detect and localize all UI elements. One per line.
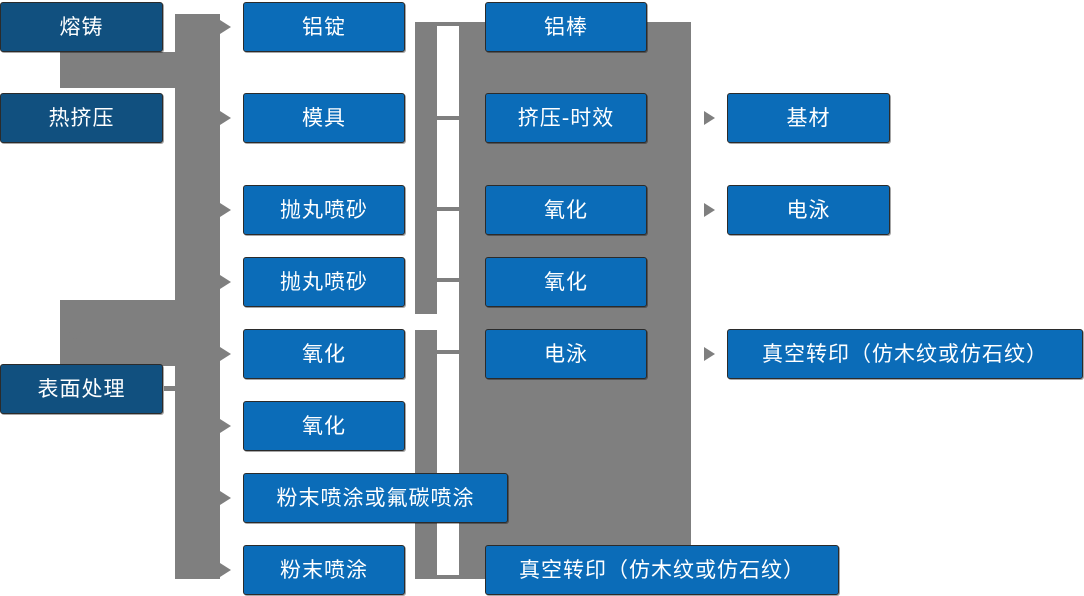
output-box-oxidation-1[interactable]: 氧化 [485,185,647,235]
arrow-to-mold-icon [220,111,231,125]
process-box-oxidation-2[interactable]: 氧化 [243,401,405,451]
process-label-powder-or-fluorocarbon-spray: 粉末喷涂或氟碳喷涂 [276,485,475,510]
output-label-extrusion-aging: 挤压-时效 [517,105,615,130]
output-label-aluminum-bar: 铝棒 [544,14,588,39]
output-box-vacuum-transfer-bottom[interactable]: 真空转印（仿木纹或仿石纹） [485,545,839,595]
arrow-to-shot-blasting-1-icon [220,203,231,217]
process-box-shot-blasting-2[interactable]: 抛丸喷砂 [243,257,405,307]
connector-bridge-5 [434,350,462,354]
output-box-extrusion-aging[interactable]: 挤压-时效 [485,93,647,143]
connector-bridge-4 [434,278,462,282]
arrow-to-powder-spray-icon [220,563,231,577]
connector-trunk-column2-collector-lower [415,330,437,579]
final-box-substrate[interactable]: 基材 [727,93,890,143]
arrow-to-shot-blasting-2-icon [220,275,231,289]
arrow-to-oxidation-2-icon [220,419,231,433]
stage-box-hot-extrusion[interactable]: 热挤压 [0,93,163,143]
process-label-oxidation-1: 氧化 [302,341,346,366]
connector-bridge-2 [434,116,462,120]
output-box-oxidation-2[interactable]: 氧化 [485,257,647,307]
output-label-vacuum-transfer-bottom: 真空转印（仿木纹或仿石纹） [519,557,805,582]
output-label-electrophoresis: 电泳 [544,341,588,366]
arrow-to-powder-fluorocarbon-icon [220,491,231,505]
output-label-oxidation-2: 氧化 [544,269,588,294]
arrow-to-oxidation-1-icon [220,347,231,361]
arrow-to-electrophoresis-icon [704,203,715,217]
stage-label-melt-cast: 熔铸 [59,14,104,39]
process-label-oxidation-2: 氧化 [302,413,346,438]
arrow-to-aluminum-ingot-icon [220,20,231,34]
final-label-vacuum-transfer: 真空转印（仿木纹或仿石纹） [762,341,1048,366]
output-box-electrophoresis[interactable]: 电泳 [485,329,647,379]
connector-trunk-stages [175,14,220,579]
process-box-powder-spray[interactable]: 粉末喷涂 [243,545,405,595]
output-box-aluminum-bar[interactable]: 铝棒 [485,2,647,52]
process-label-shot-blasting-1: 抛丸喷砂 [280,197,368,222]
arrow-extrusion-to-surface-icon [68,330,82,341]
connector-bridge-3 [434,207,462,211]
final-box-electrophoresis[interactable]: 电泳 [727,185,890,235]
stage-box-melt-cast[interactable]: 熔铸 [0,2,163,52]
connector-bridge-6 [434,575,462,579]
final-label-substrate: 基材 [786,105,831,130]
connector-trunk-column2-collector [415,22,437,314]
process-box-shot-blasting-1[interactable]: 抛丸喷砂 [243,185,405,235]
output-label-oxidation-1: 氧化 [544,197,588,222]
arrow-to-substrate-icon [704,111,715,125]
process-box-oxidation-1[interactable]: 氧化 [243,329,405,379]
arrow-melt-to-extrusion-icon [68,72,82,83]
process-label-shot-blasting-2: 抛丸喷砂 [280,269,368,294]
stage-label-surface-treatment: 表面处理 [37,376,126,401]
arrow-to-vacuum-transfer-icon [704,347,715,361]
process-label-aluminum-ingot: 铝锭 [302,14,346,39]
process-box-powder-or-fluorocarbon-spray[interactable]: 粉末喷涂或氟碳喷涂 [243,473,508,523]
process-box-aluminum-ingot[interactable]: 铝锭 [243,2,405,52]
final-label-electrophoresis: 电泳 [786,197,831,222]
stage-label-hot-extrusion: 热挤压 [48,105,115,130]
final-box-vacuum-transfer[interactable]: 真空转印（仿木纹或仿石纹） [727,329,1083,379]
process-label-mold: 模具 [302,105,346,130]
connector-surface-tie [164,386,188,391]
stage-box-surface-treatment[interactable]: 表面处理 [0,364,163,414]
process-label-powder-spray: 粉末喷涂 [280,557,368,582]
process-box-mold[interactable]: 模具 [243,93,405,143]
connector-bridge-1 [434,22,462,26]
